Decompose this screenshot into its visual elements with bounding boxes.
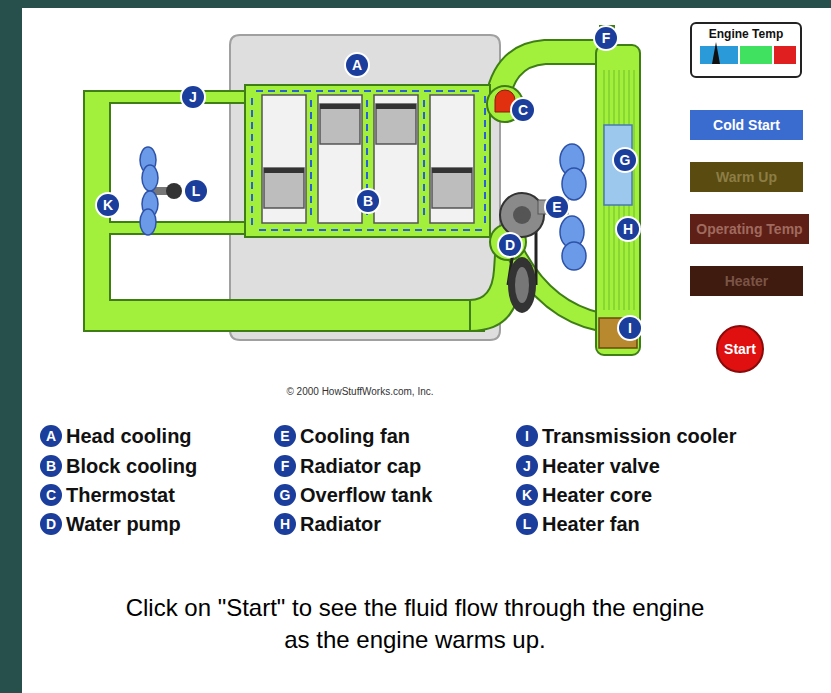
legend-text: Transmission cooler [542,424,737,448]
legend-text: Overflow tank [300,483,432,507]
legend-text: Radiator [300,512,381,536]
legend-letter: D [40,513,62,535]
mode-button: Operating Temp [690,214,809,244]
legend-letter: K [516,484,538,506]
legend-text: Head cooling [66,424,192,448]
legend-letter: H [274,513,296,535]
legend-letter: J [516,455,538,477]
callout-letter: K [97,194,119,216]
button-label: Operating Temp [696,221,802,237]
legend-text: Cooling fan [300,424,410,448]
legend-letter: A [40,425,62,447]
mode-button: Cold Start [690,110,803,140]
legend-letter: B [40,455,62,477]
legend-text: Thermostat [66,483,175,507]
legend-text: Radiator cap [300,454,421,478]
caption: Click on "Start" to see the fluid flow t… [110,592,720,657]
button-label: Start [724,341,756,357]
callout-letter: A [346,54,368,76]
temperature-gauge: Engine Temp [690,22,802,78]
button-label: Cold Start [713,117,780,133]
legend-letter: L [516,513,538,535]
callout-letter: B [357,190,379,212]
legend-letter: E [274,425,296,447]
legend-letter: I [516,425,538,447]
legend-letter: G [274,484,296,506]
callout-letter: L [185,180,207,202]
callout-letter: F [595,27,617,49]
legend-text: Heater valve [542,454,660,478]
legend-letter: C [40,484,62,506]
callout-letter: H [617,218,639,240]
legend-text: Heater fan [542,512,640,536]
legend-text: Water pump [66,512,181,536]
legend-letter: F [274,455,296,477]
mode-button: Warm Up [690,162,803,192]
legend-text: Block cooling [66,454,197,478]
callout-letter: C [512,99,534,121]
callout-letter: I [619,317,641,339]
copyright-note: © 2000 HowStuffWorks.com, Inc. [286,386,433,397]
legend-text: Heater core [542,483,652,507]
button-label: Heater [725,273,769,289]
button-label: Warm Up [716,169,777,185]
gauge-title: Engine Temp [709,27,783,41]
mode-button: Heater [690,266,803,296]
callout-letter: D [499,234,521,256]
callout-letter: G [614,149,636,171]
callout-letter: E [546,196,568,218]
callout-letter: J [182,86,204,108]
start-button: Start [716,325,764,373]
